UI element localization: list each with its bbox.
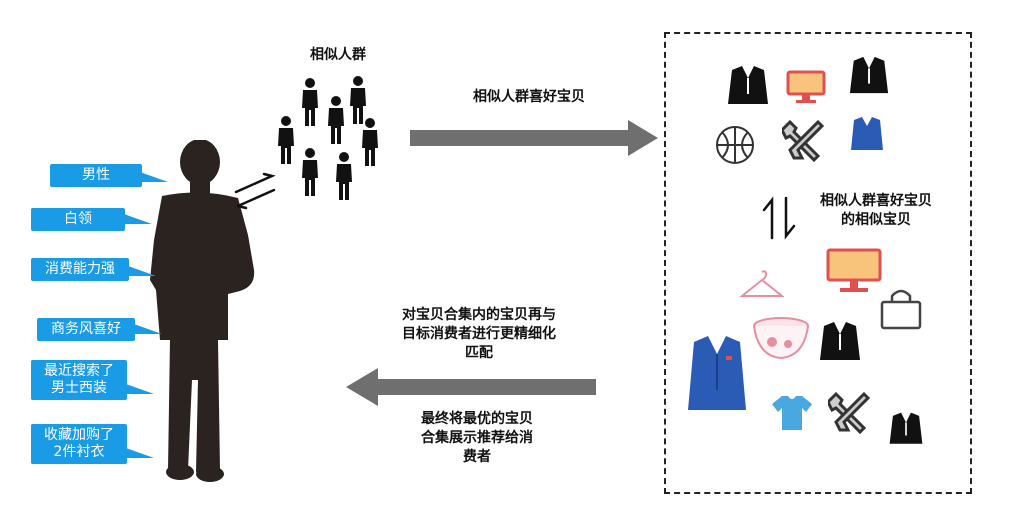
final-label: 最终将最优的宝贝 合集展示推荐给消 费者: [421, 411, 533, 465]
tag-business-style: 商务风喜好: [37, 318, 135, 341]
match-label: 对宝贝合集内的宝贝再与 目标消费者进行更精细化 匹配: [402, 307, 556, 361]
tools-icon: [782, 119, 825, 162]
hanger-icon: [740, 270, 784, 297]
suit-icon: [889, 412, 923, 444]
man-silhouette: [150, 140, 255, 482]
blue-suit-icon: [688, 336, 746, 410]
monitor-icon: [826, 248, 882, 292]
shopping-bag-icon: [880, 289, 922, 330]
crowd-label: 相似人群: [310, 47, 366, 63]
tag-pointer: [126, 448, 154, 458]
arrow-right-label: 相似人群喜好宝贝: [473, 89, 585, 105]
tag-high-spending-text: 消费能力强: [45, 261, 115, 277]
suit-icon: [849, 56, 889, 94]
swap-vertical-icon: [762, 196, 796, 240]
tag-business-style-text: 商务风喜好: [51, 321, 121, 337]
suit-icon: [728, 66, 768, 104]
bowl-icon: [753, 317, 809, 360]
tools-icon: [828, 391, 871, 434]
tag-male: 男性: [50, 164, 142, 187]
exchange-arrows: [234, 172, 276, 210]
tag-high-spending: 消费能力强: [31, 258, 129, 281]
tag-white-collar: 白领: [31, 208, 125, 231]
tag-favorited-shirts: 收藏加购了 2件衬衣: [31, 424, 127, 464]
monitor-icon: [786, 70, 826, 103]
product-pool-box: [664, 32, 972, 494]
tag-searched-suit-text: 最近搜索了 男士西装: [44, 363, 114, 396]
tag-pointer: [140, 172, 168, 182]
similar-products-label: 相似人群喜好宝贝 的相似宝贝: [820, 193, 932, 228]
suit-icon: [820, 322, 860, 360]
tag-pointer: [126, 384, 154, 394]
blue-suit-icon: [851, 117, 883, 150]
basketball-icon: [716, 126, 754, 164]
tag-searched-suit: 最近搜索了 男士西装: [31, 360, 127, 400]
arrow-left-icon: [346, 368, 596, 406]
tag-pointer: [124, 214, 152, 224]
tag-pointer: [128, 266, 156, 276]
tag-male-text: 男性: [82, 167, 110, 183]
tag-white-collar-text: 白领: [64, 211, 92, 227]
crowd-people-icon: [278, 76, 378, 200]
arrow-right-icon: [410, 120, 658, 156]
tshirt-icon: [772, 396, 812, 430]
tag-pointer: [134, 324, 162, 334]
tag-favorited-shirts-text: 收藏加购了 2件衬衣: [44, 427, 114, 460]
